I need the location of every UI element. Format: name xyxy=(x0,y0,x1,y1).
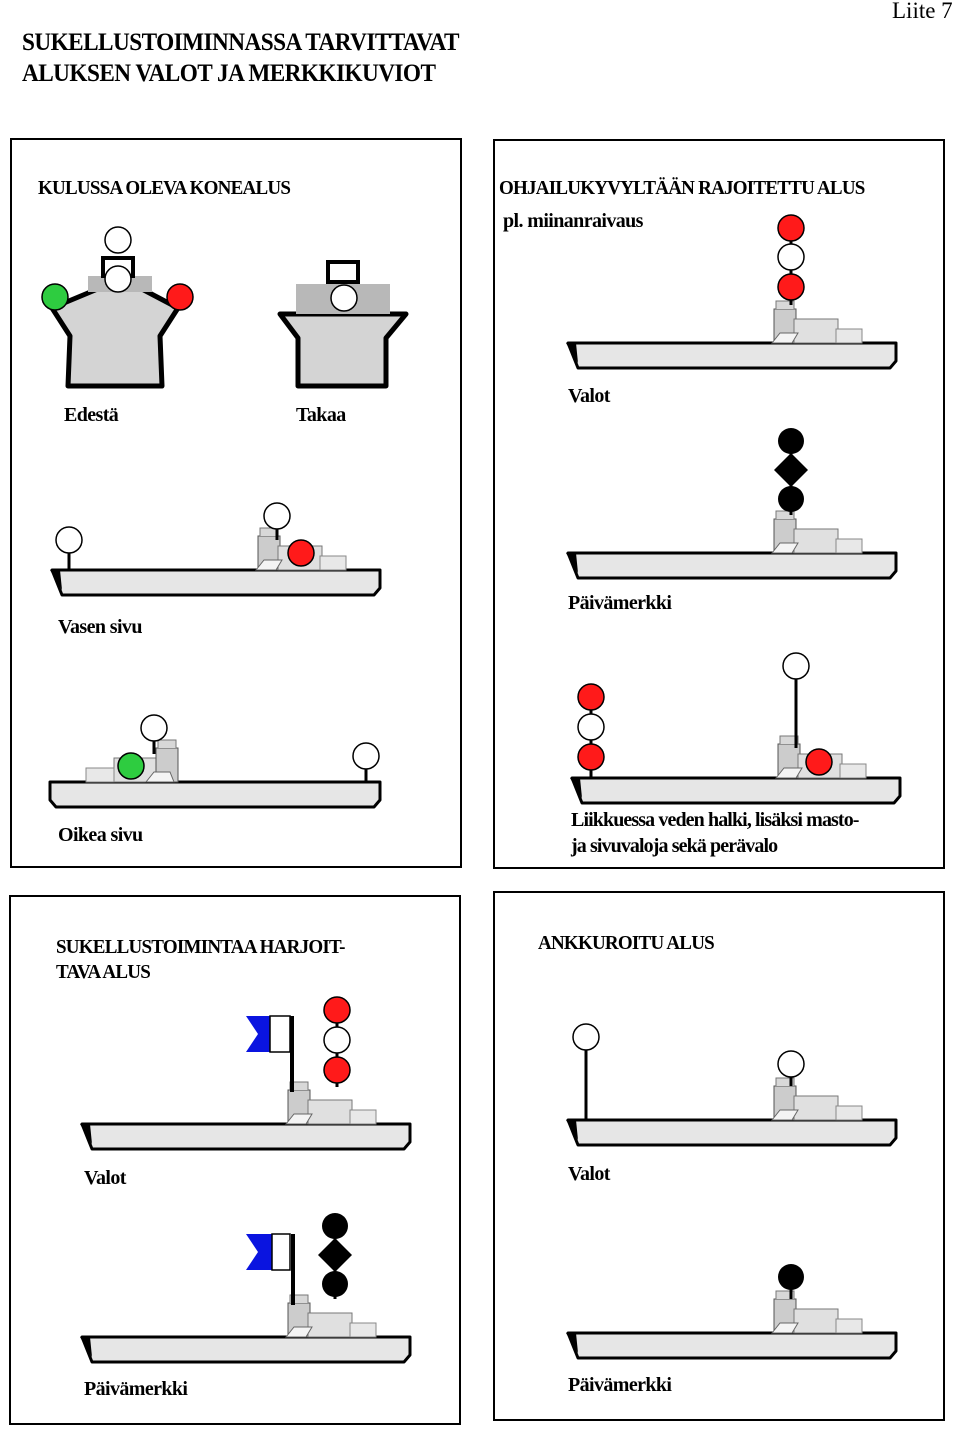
restricted-moving-label-2: ja sivuvaloja sekä perävalo xyxy=(571,835,778,857)
second-masthead-light-icon xyxy=(104,265,132,293)
restricted-red-light-bottom-icon xyxy=(777,273,805,301)
anchor-aft-light-icon xyxy=(777,1050,805,1078)
front-view-label: Edestä xyxy=(64,404,119,426)
stern-light-icon xyxy=(330,284,358,312)
diving-daymark-diamond-icon xyxy=(318,1238,352,1272)
appendix-label: Liite 7 xyxy=(892,0,953,23)
diving-flag-a-icon xyxy=(246,1015,291,1053)
diving-title-line2: TAVA ALUS xyxy=(56,961,151,983)
anchored-lights-label: Valot xyxy=(568,1163,610,1185)
restricted-title: OHJAILUKYVYLTÄÄN RAJOITETTU ALUS xyxy=(499,177,865,199)
diving-red-light-top-icon xyxy=(323,996,351,1024)
anchored-lights-ship xyxy=(564,1023,898,1147)
moving-white-light-icon xyxy=(577,713,605,741)
diving-title-line1: SUKELLUSTOIMINTAA HARJOIT- xyxy=(56,936,345,958)
starboard-side-label: Oikea sivu xyxy=(58,824,143,846)
starboard-forward-light-icon xyxy=(352,742,380,770)
anchored-daymark-label: Päivämerkki xyxy=(568,1374,672,1396)
restricted-lights-ship xyxy=(564,214,898,370)
restricted-moving-label-1: Liikkuessa veden halki, lisäksi masto- xyxy=(571,809,859,831)
diving-lights-ship xyxy=(78,996,412,1151)
restricted-subtitle: pl. miinanraivaus xyxy=(503,210,643,232)
port-masthead-light-icon xyxy=(55,526,83,554)
diving-daymark-ship xyxy=(78,1213,412,1364)
rear-view-label: Takaa xyxy=(296,404,346,426)
panel-restricted xyxy=(493,139,945,869)
restricted-white-light-icon xyxy=(777,243,805,271)
moving-sidelight-icon xyxy=(805,748,833,776)
daymark-ball-bottom-icon xyxy=(778,486,804,512)
starboard-masthead-light-icon xyxy=(140,714,168,742)
daymark-diamond-icon xyxy=(774,453,808,487)
port-side-ship xyxy=(48,502,382,597)
moving-red-light-bottom-icon xyxy=(577,743,605,771)
anchored-title: ANKKUROITU ALUS xyxy=(538,932,715,954)
daymark-ball-top-icon xyxy=(778,428,804,454)
panel-diving xyxy=(9,895,461,1425)
panel-underway xyxy=(10,138,462,868)
diving-daymark-ball-top-icon xyxy=(322,1213,348,1239)
diving-white-light-icon xyxy=(323,1026,351,1054)
diving-daymark-flag-a-icon xyxy=(246,1233,291,1271)
anchor-ball-icon xyxy=(778,1264,804,1290)
starboard-green-light-icon xyxy=(41,283,69,311)
restricted-red-light-top-icon xyxy=(777,214,805,242)
moving-red-light-top-icon xyxy=(577,683,605,711)
port-aft-masthead-light-icon xyxy=(263,502,291,530)
restricted-moving-ship xyxy=(568,652,902,805)
diving-lights-label: Valot xyxy=(84,1167,126,1189)
diving-daymark-label: Päivämerkki xyxy=(84,1378,188,1400)
restricted-lights-label: Valot xyxy=(568,385,610,407)
restricted-daymark-ship xyxy=(564,428,898,580)
starboard-sidelight-icon xyxy=(117,752,145,780)
page-title-line1: SUKELLUSTOIMINNASSA TARVITTAVAT xyxy=(22,29,459,56)
port-red-light-icon xyxy=(166,283,194,311)
port-side-label: Vasen sivu xyxy=(58,616,142,638)
restricted-daymark-label: Päivämerkki xyxy=(568,592,672,614)
diving-red-light-bottom-icon xyxy=(323,1056,351,1084)
moving-masthead-light-icon xyxy=(782,652,810,680)
page-title-line2: ALUKSEN VALOT JA MERKKIKUVIOT xyxy=(22,60,436,87)
masthead-light-icon xyxy=(104,226,132,254)
underway-title: KULUSSA OLEVA KONEALUS xyxy=(38,177,291,199)
diving-daymark-ball-bottom-icon xyxy=(322,1271,348,1297)
port-sidelight-icon xyxy=(287,539,315,567)
starboard-side-ship xyxy=(48,714,382,809)
rear-view-ship xyxy=(277,260,409,389)
anchored-daymark-ship xyxy=(564,1264,898,1360)
panel-anchored xyxy=(493,891,945,1421)
anchor-forward-light-icon xyxy=(572,1023,600,1051)
front-view-ship xyxy=(41,226,194,389)
